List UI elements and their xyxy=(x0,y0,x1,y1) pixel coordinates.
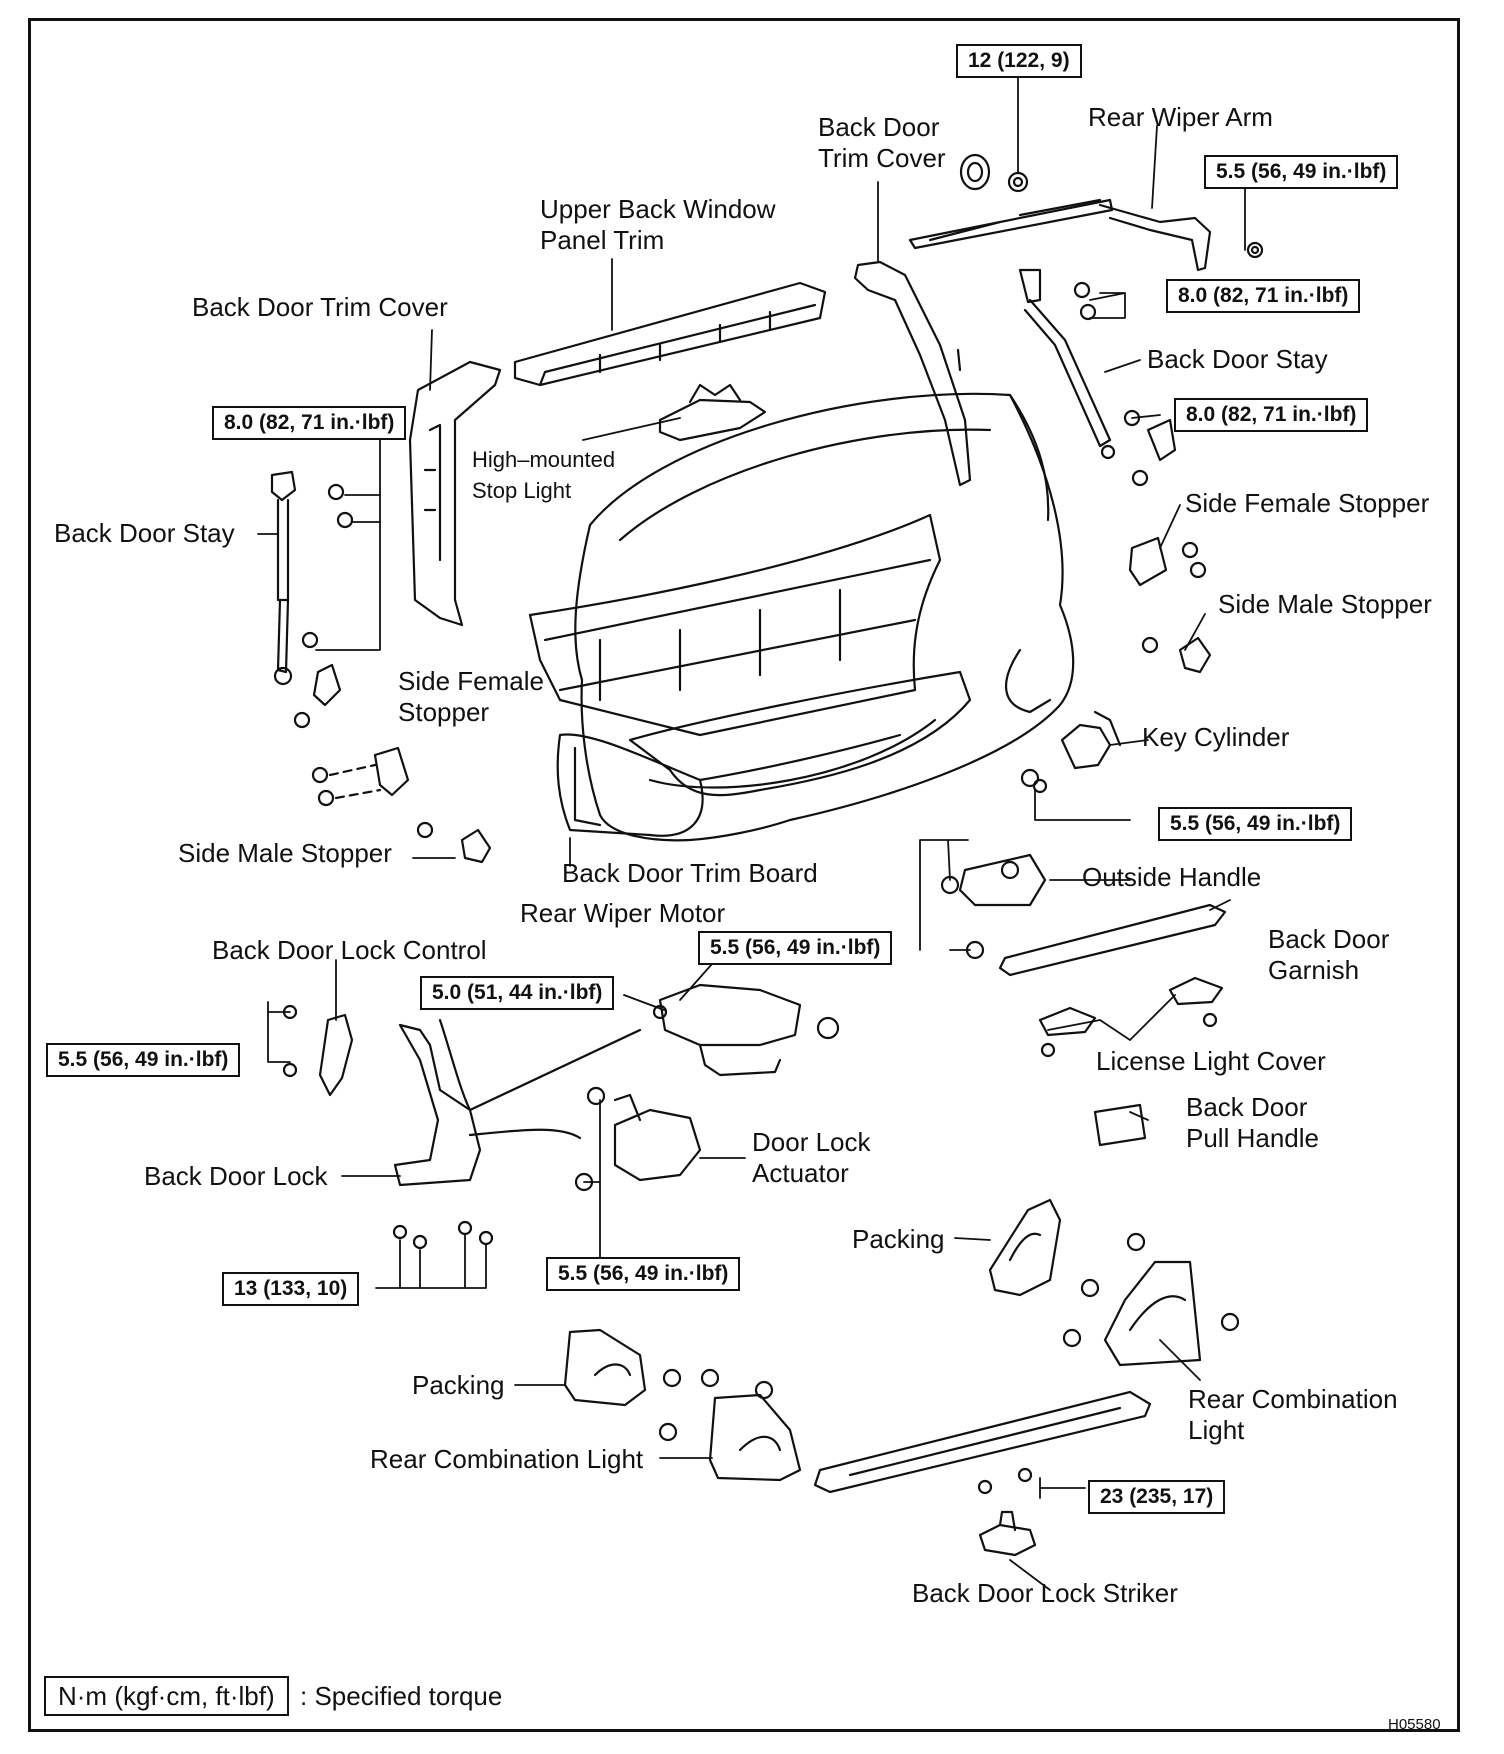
label-license-light-cover: License Light Cover xyxy=(1096,1046,1326,1076)
label-rear-wiper-arm: Rear Wiper Arm xyxy=(1088,102,1273,132)
label-back-door-trim-board: Back Door Trim Board xyxy=(562,858,818,888)
label-rear-combination-light-right: Rear Combination Light xyxy=(1188,1384,1398,1445)
label-back-door-stay-right: Back Door Stay xyxy=(1147,344,1328,374)
torque-actuator: 5.5 (56, 49 in.·lbf) xyxy=(546,1257,741,1291)
diagram-frame xyxy=(28,18,1460,1732)
torque-stay-right-bottom: 8.0 (82, 71 in.·lbf) xyxy=(1174,398,1369,432)
label-packing-right: Packing xyxy=(852,1224,945,1254)
outside-handle-part xyxy=(940,853,1047,960)
striker-part xyxy=(978,1510,1037,1557)
trim-cover-top xyxy=(853,260,972,487)
figure-code: H05580 xyxy=(1388,1716,1441,1733)
label-rear-wiper-motor: Rear Wiper Motor xyxy=(520,898,726,928)
wiper-motor-part xyxy=(652,983,840,1077)
lock-control-part xyxy=(282,1004,354,1097)
label-side-female-stopper-right: Side Female Stopper xyxy=(1185,488,1430,518)
torque-outside-handle: 5.5 (56, 49 in.·lbf) xyxy=(698,931,893,965)
label-high-mounted-stop-light: High–mounted Stop Light xyxy=(472,447,616,503)
label-back-door-trim-cover-top: Back Door Trim Cover xyxy=(818,112,946,173)
trim-board xyxy=(528,513,942,837)
back-door-lock-part xyxy=(392,1018,642,1250)
scuff-plate-part xyxy=(813,1390,1152,1495)
torque-striker: 23 (235, 17) xyxy=(1088,1480,1226,1514)
license-light-part xyxy=(1038,976,1224,1058)
torque-wiper-nut: 12 (122, 9) xyxy=(956,44,1082,78)
label-back-door-stay-left: Back Door Stay xyxy=(54,518,235,548)
label-door-lock-actuator: Door Lock Actuator xyxy=(752,1127,871,1188)
label-back-door-lock-striker: Back Door Lock Striker xyxy=(912,1578,1178,1608)
label-rear-combination-light-left: Rear Combination Light xyxy=(370,1444,644,1474)
garnish-part xyxy=(998,903,1227,977)
stay-left xyxy=(270,470,354,729)
side-stoppers xyxy=(311,536,1212,864)
right-light-assembly xyxy=(988,1198,1240,1367)
torque-wiper-motor: 5.0 (51, 44 in.·lbf) xyxy=(420,976,615,1010)
wiper-nuts xyxy=(959,153,1029,193)
torque-stay-left: 8.0 (82, 71 in.·lbf) xyxy=(212,406,407,440)
label-side-male-stopper-right: Side Male Stopper xyxy=(1218,589,1432,619)
label-back-door-pull-handle: Back Door Pull Handle xyxy=(1186,1092,1319,1153)
back-door-panel xyxy=(574,392,1075,842)
pull-handle-part xyxy=(1093,1103,1147,1147)
actuator-part xyxy=(574,1086,702,1192)
label-side-male-stopper-left: Side Male Stopper xyxy=(178,838,392,868)
torque-lock-control: 5.5 (56, 49 in.·lbf) xyxy=(46,1043,241,1077)
label-upper-back-window-panel-trim: Upper Back Window Panel Trim xyxy=(540,194,776,255)
label-key-cylinder: Key Cylinder xyxy=(1142,722,1290,752)
label-back-door-trim-cover-left: Back Door Trim Cover xyxy=(192,292,448,322)
torque-back-door-lock: 13 (133, 10) xyxy=(222,1272,360,1306)
key-cylinder-part xyxy=(1020,710,1122,794)
stay-right xyxy=(1018,268,1177,487)
label-back-door-lock: Back Door Lock xyxy=(144,1161,328,1191)
torque-stay-right-top: 8.0 (82, 71 in.·lbf) xyxy=(1166,279,1361,313)
torque-legend-text: : Specified torque xyxy=(300,1681,503,1711)
wiper-arm xyxy=(908,198,1264,272)
label-back-door-garnish: Back Door Garnish xyxy=(1268,924,1390,985)
label-side-female-stopper-left: Side Female Stopper xyxy=(398,666,544,727)
torque-legend-unit: N·m (kgf·cm, ft·lbf) xyxy=(44,1676,289,1716)
label-packing-left: Packing xyxy=(412,1370,505,1400)
upper-window-trim xyxy=(513,281,827,387)
trim-cover-left xyxy=(408,360,502,627)
stop-light xyxy=(658,383,767,442)
label-back-door-lock-control: Back Door Lock Control xyxy=(212,935,487,965)
torque-key-cylinder: 5.5 (56, 49 in.·lbf) xyxy=(1158,807,1353,841)
label-outside-handle: Outside Handle xyxy=(1082,862,1262,892)
torque-wiper-arm: 5.5 (56, 49 in.·lbf) xyxy=(1204,155,1399,189)
left-light-assembly xyxy=(563,1328,802,1482)
